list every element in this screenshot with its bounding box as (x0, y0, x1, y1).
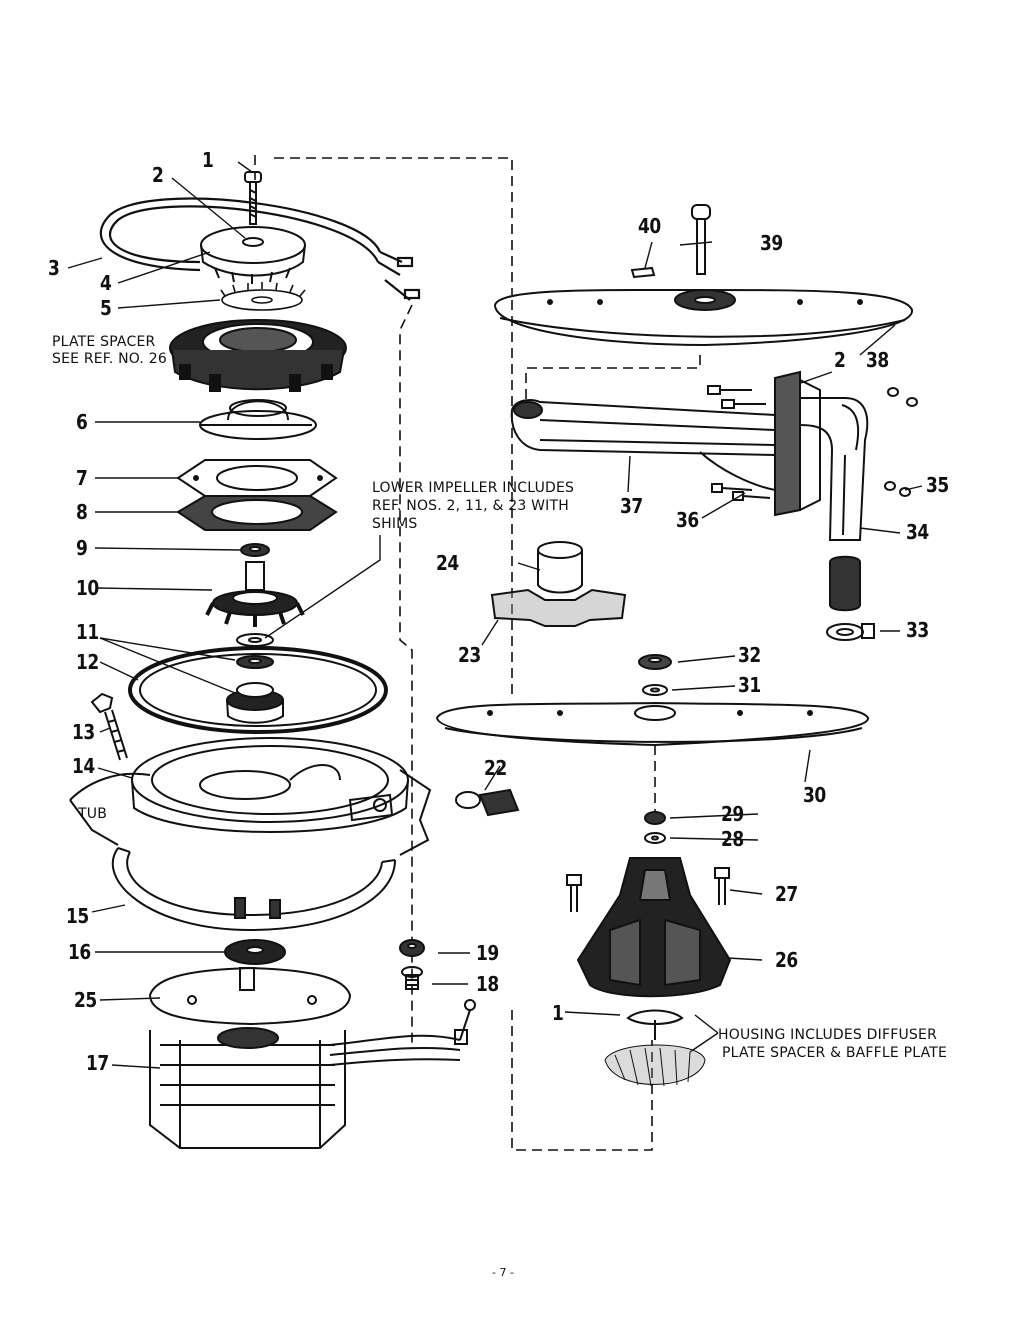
part-38-upper-spray-arm (493, 288, 913, 347)
part-8-gasket (176, 495, 338, 531)
note-impeller-line1: LOWER IMPELLER INCLUDES (372, 480, 575, 496)
ref-label-12: 12 (76, 650, 99, 674)
part-4-hub (200, 226, 306, 284)
ref-label-19: 19 (476, 941, 499, 965)
tub-flange (69, 769, 432, 856)
plate-spacer (169, 319, 347, 392)
part-14-pump-housing (131, 737, 409, 833)
note-housing-line2: PLATE SPACER & BAFFLE PLATE (722, 1045, 948, 1061)
assembly-guide-lines (254, 155, 701, 1151)
part-36-screws (707, 385, 771, 501)
part-27-bolts (566, 867, 730, 912)
ref-label-9: 9 (76, 536, 88, 560)
ref-label-30: 30 (803, 783, 826, 807)
part-30-lower-spray-arm (435, 701, 869, 747)
part-28-washer (644, 832, 666, 844)
note-impeller-line3: SHIMS (372, 516, 418, 532)
ref-label-29: 29 (721, 802, 744, 826)
part-12-ring-seal (128, 646, 388, 734)
ref-label-26: 26 (775, 948, 798, 972)
ref-label-4: 4 (100, 271, 112, 295)
ref-label-1: 1 (202, 148, 214, 172)
part-25-motor-cover (148, 966, 352, 1026)
part-26-housing (576, 857, 732, 998)
part-31-washer (642, 684, 668, 696)
connector-sleeve (829, 555, 861, 612)
ref-label-24: 24 (436, 551, 459, 575)
ref-label-34: 34 (906, 520, 929, 544)
page-number: - 7 - (492, 1266, 514, 1279)
ref-label-2: 2 (152, 163, 164, 187)
ref-label-16: 16 (68, 940, 91, 964)
ref-label-33: 33 (906, 618, 929, 642)
ref-label-7: 7 (76, 466, 88, 490)
part-9-washer (240, 543, 270, 557)
ref-label-10: 10 (76, 576, 99, 600)
ref-label-13: 13 (72, 720, 95, 744)
ref-label-6: 6 (76, 410, 88, 434)
ref-label-36: 36 (676, 508, 699, 532)
part-34-elbow (799, 397, 869, 541)
note-plate-spacer-line2: SEE REF. NO. 26 (52, 351, 167, 367)
ref-label-3: 3 (48, 256, 60, 280)
ref-label-31: 31 (738, 673, 761, 697)
part-37-supply-tube (510, 399, 776, 491)
part-40-clip (630, 266, 656, 279)
part-32-nut (638, 654, 672, 670)
ref-label-27: 27 (775, 882, 798, 906)
part-33-clamp (826, 623, 875, 641)
ref-label-8: 8 (76, 500, 88, 524)
part-15-clamp-ring (111, 847, 396, 932)
part-5-star-washer (220, 282, 306, 311)
ref-label-38: 38 (866, 348, 889, 372)
ref-label-39: 39 (760, 231, 783, 255)
note-impeller-line2: REF. NOS. 2, 11, & 23 WITH (372, 498, 569, 514)
part-2-bracket (774, 370, 821, 517)
ref-label-11: 11 (76, 620, 99, 644)
part-3-heater-element (99, 197, 421, 301)
ref-label-18: 18 (476, 972, 499, 996)
part-1-bolt (244, 171, 262, 225)
part-13-bolt (90, 692, 128, 761)
ref-label-17: 17 (86, 1051, 109, 1075)
part-17-motor (149, 999, 476, 1149)
leader-lines (67, 161, 923, 1069)
part-7-plate (176, 459, 338, 497)
part-16-seal (224, 939, 286, 965)
ref-label-25: 25 (74, 988, 97, 1012)
filter-screen (604, 1044, 706, 1087)
ref-label-28: 28 (721, 827, 744, 851)
ref-label-14: 14 (72, 754, 95, 778)
note-housing-line1: HOUSING INCLUDES DIFFUSER (718, 1027, 937, 1043)
ref-label-35: 35 (926, 473, 949, 497)
ref-label-23: 23 (458, 643, 481, 667)
part-11-shims (236, 633, 274, 669)
ref-label-37: 37 (620, 494, 643, 518)
ref-label-22: 22 (484, 756, 507, 780)
ref-label-40: 40 (638, 214, 661, 238)
note-tub: TUB (78, 806, 108, 822)
ref-label-2-right: 2 (834, 348, 846, 372)
part-29-nut (644, 811, 666, 825)
ref-label-32: 32 (738, 643, 761, 667)
part-24-bushing (537, 541, 583, 594)
part-18-screw (401, 966, 423, 990)
ref-label-15: 15 (66, 904, 89, 928)
part-19-nut (399, 939, 425, 957)
part-23-spacer (490, 588, 627, 627)
ref-label-5: 5 (100, 296, 112, 320)
part-1-baffle (626, 1009, 684, 1040)
part-6-cup (199, 399, 317, 440)
note-plate-spacer-line1: PLATE SPACER (52, 334, 156, 350)
ref-label-1-lower: 1 (552, 1001, 564, 1025)
part-39-pin (691, 204, 711, 275)
part-35-fasteners (884, 387, 918, 497)
part-22-hose-clamp (455, 788, 520, 817)
part-10-impeller (205, 561, 305, 627)
